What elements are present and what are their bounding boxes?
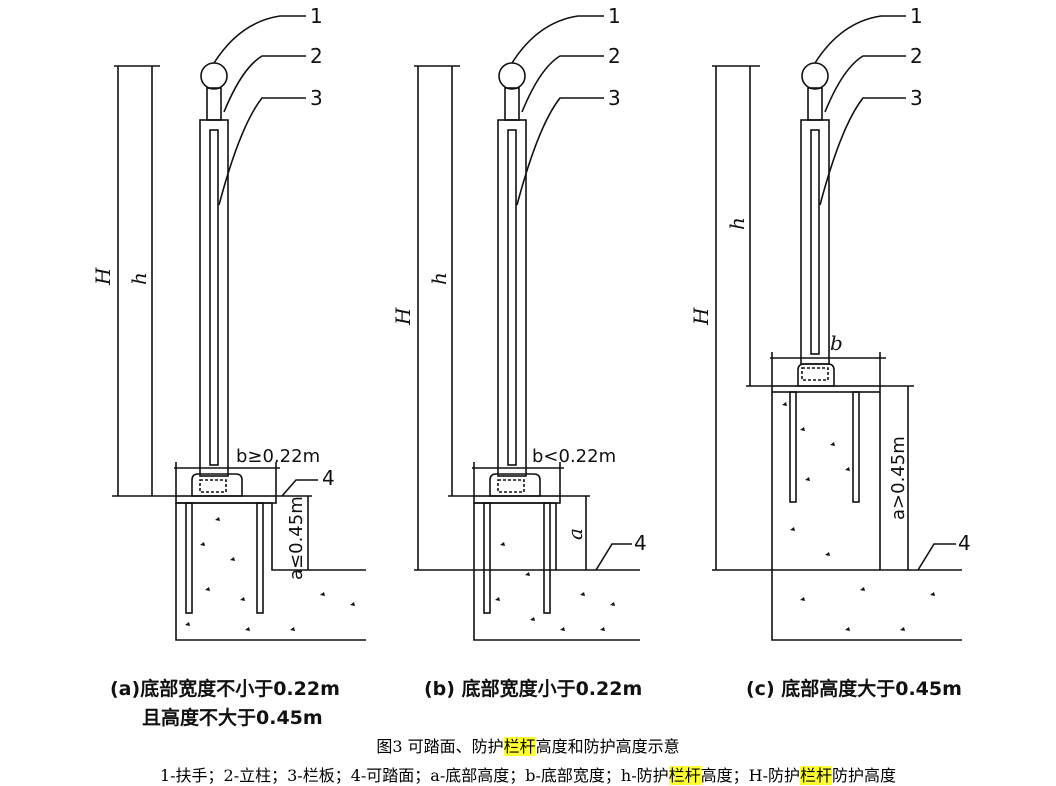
panel-a-base-plate [175,495,277,504]
legend-highlight-2: 栏杆 [800,766,833,785]
panel-c [712,15,962,641]
panel-a-H-label: H [91,267,115,286]
panel-b-caption: (b) 底部宽度小于0.22m [424,678,643,700]
panel-b-handrail [498,62,526,90]
panel-b-callout-4: 4 [634,531,647,555]
panel-b-callout-3: 3 [608,86,621,110]
panel-c-callout-1: 1 [910,4,923,28]
panel-b-b-dim-label: b<0.22m [532,446,616,467]
legend-highlight-1: 栏杆 [668,766,701,785]
panel-a-h-label: h [127,272,151,285]
panel-a-callout-4: 4 [322,466,335,490]
panel-a-callout-1: 1 [310,4,323,28]
panel-c-caption: (c) 底部高度大于0.45m [746,678,962,700]
panel-a-b-dim-label: b≥0.22m [236,446,320,467]
panel-b-post [497,119,527,477]
panel-b-callout-1: 1 [608,4,621,28]
figure-caption-suffix: 高度和防护高度示意 [535,737,680,756]
panel-a-callout-3: 3 [310,86,323,110]
figure-caption: 图3 可踏面、防护栏杆高度和防护高度示意 [0,733,1056,757]
panel-c-base [771,392,962,641]
panel-c-callout-2: 2 [910,44,923,68]
panel-a-handrail [200,62,228,90]
panel-c-b-label: b [830,331,843,355]
panel-b-base [473,503,640,641]
panel-c-h-label: h [725,217,749,230]
panel-a-caption-line1: (a)底部宽度不小于0.22m [110,678,340,700]
panel-a-base [175,503,366,641]
panel-c-callout-3: 3 [910,86,923,110]
panel-c-post [800,119,830,365]
panel-b-callout-2: 2 [608,44,621,68]
panel-a-caption-line2: 且高度不大于0.45m [142,707,323,729]
legend-part-1: 1-扶手；2-立柱；3-栏板；4-可踏面；a-底部高度；b-底部宽度；h-防护 [159,766,669,785]
figure-caption-highlight: 栏杆 [503,737,536,756]
panel-a-callout-2: 2 [310,44,323,68]
panel-b-bracket [489,473,541,497]
panel-a-bracket [191,473,243,497]
panel-c-a-dim-label: a>0.45m [888,436,909,520]
panel-b [414,15,640,641]
legend-line: 1-扶手；2-立柱；3-栏板；4-可踏面；a-底部高度；b-底部宽度；h-防护栏… [0,762,1056,786]
panel-c-base-plate [771,385,881,393]
figure-caption-prefix: 图3 可踏面、防护 [376,737,504,756]
panel-b-base-plate [473,495,561,504]
panel-a-a-dim-label: a≤0.45m [286,496,307,580]
panel-c-callout-4: 4 [958,531,971,555]
panel-a-post [199,119,229,477]
panel-c-H-label: H [689,307,713,326]
panel-a [112,15,366,641]
legend-part-3: 防护高度 [832,766,897,785]
panel-b-a-label: a [563,528,587,540]
panel-c-handrail [801,62,829,90]
panel-b-h-label: h [427,272,451,285]
panel-b-H-label: H [391,307,415,326]
legend-part-2: 高度；H-防护 [700,766,800,785]
